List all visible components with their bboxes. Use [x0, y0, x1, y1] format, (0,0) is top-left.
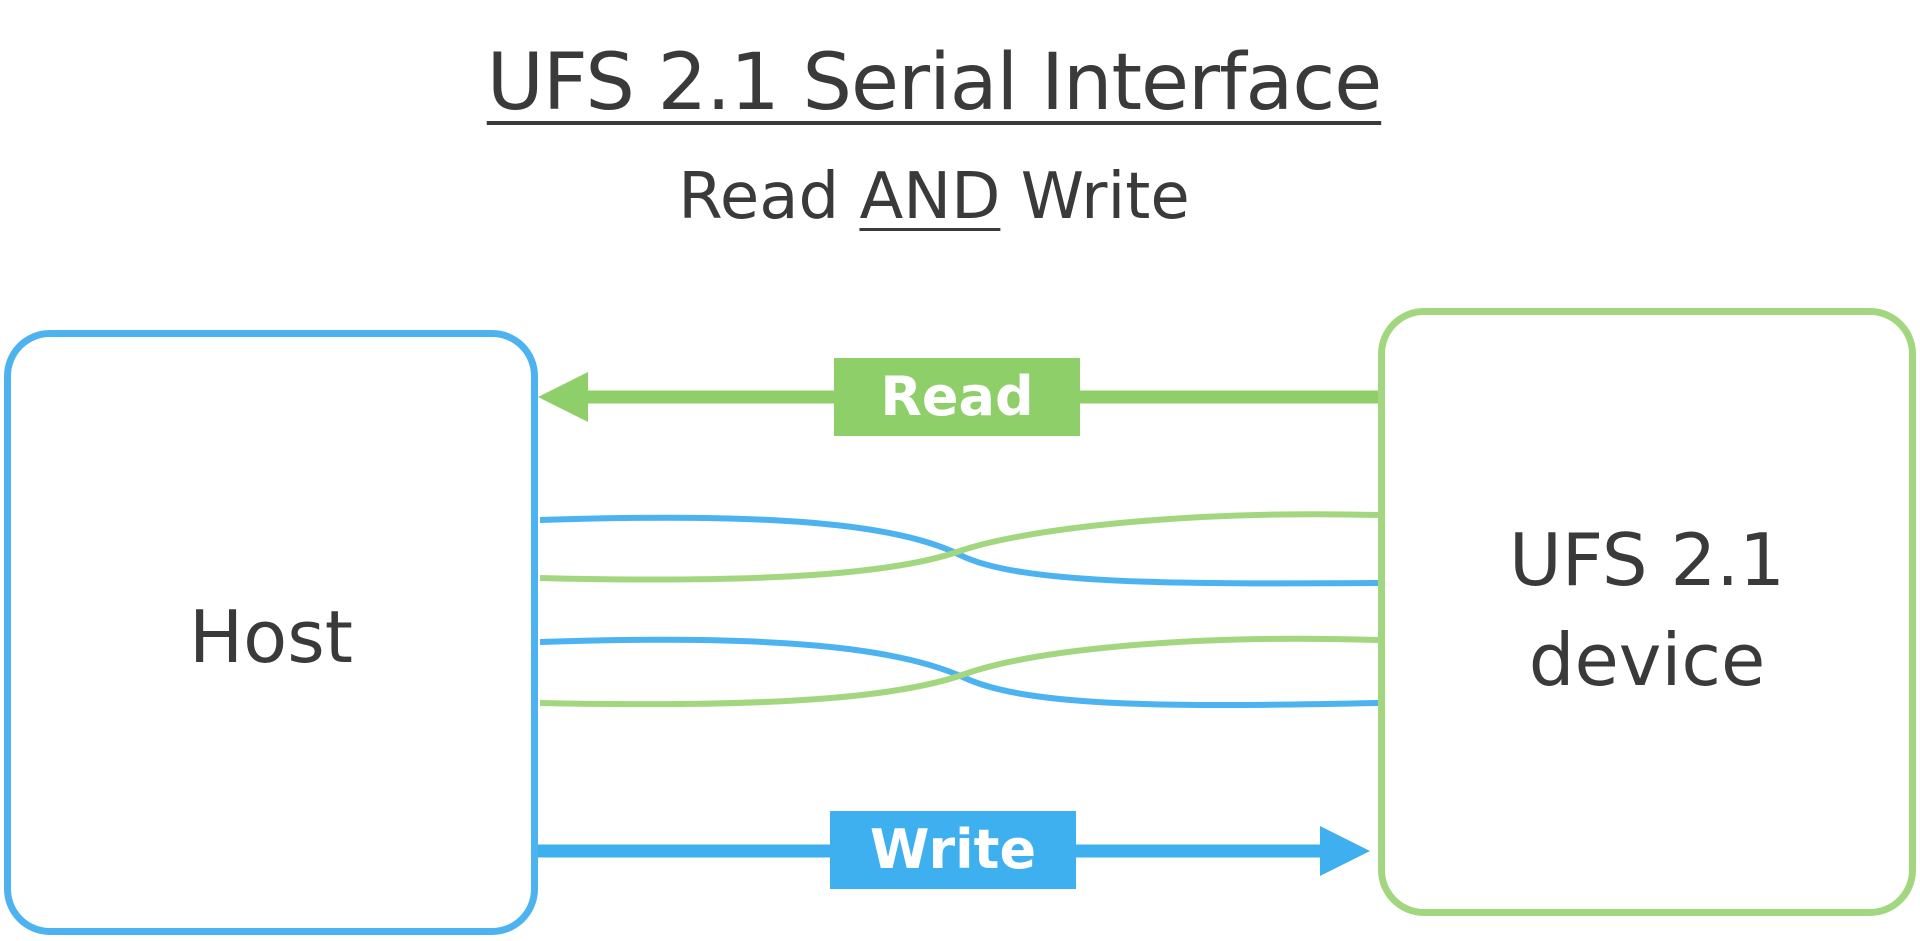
lane-1-blue	[539, 514, 1379, 587]
diagram-title: UFS 2.1 Serial Interface	[486, 38, 1382, 128]
lane-2-green	[539, 635, 1379, 708]
read-arrow-head	[538, 372, 588, 422]
write-tag: Write	[830, 811, 1076, 889]
subtitle-and: AND	[859, 160, 1001, 234]
host-label: Host	[189, 595, 353, 679]
device-box: UFS 2.1 device	[1378, 308, 1916, 916]
diagram-subtitle: Read AND Write	[0, 160, 1868, 234]
host-box: Host	[4, 330, 538, 935]
write-arrow-head	[1320, 826, 1370, 876]
lane-2-blue	[539, 636, 1379, 709]
subtitle-write: Write	[1000, 160, 1190, 234]
read-tag: Read	[834, 358, 1080, 436]
device-label: UFS 2.1 device	[1509, 518, 1785, 702]
lane-1-green	[539, 511, 1379, 583]
subtitle-read: Read	[678, 160, 860, 234]
